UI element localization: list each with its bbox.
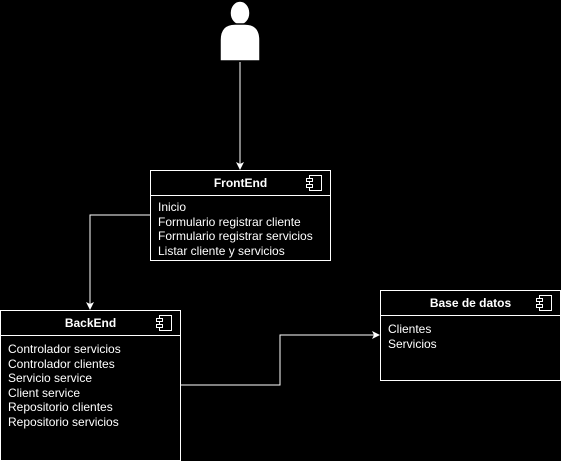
connector-backend-to-database: [181, 331, 380, 386]
component-header: BackEnd: [1, 311, 180, 336]
component-title: BackEnd: [64, 316, 117, 330]
component-icon: [156, 315, 172, 331]
list-item: Repositorio servicios: [8, 414, 119, 429]
component-body: Controlador servicios Controlador client…: [1, 336, 180, 433]
list-item: Formulario registrar servicios: [158, 229, 313, 243]
component-frontend[interactable]: FrontEnd Inicio Formulario registrar cli…: [150, 170, 331, 261]
list-item: Client service: [8, 385, 81, 400]
component-icon: [536, 295, 552, 311]
component-body: Inicio Formulario registrar cliente Form…: [151, 196, 330, 262]
component-header: Base de datos: [381, 291, 560, 316]
component-backend[interactable]: BackEnd Controlador servicios Controlado…: [0, 310, 181, 461]
list-item: Inicio: [158, 200, 187, 214]
connector-frontend-to-backend: [86, 214, 150, 310]
list-item: Servicios: [388, 336, 437, 351]
list-item: Repositorio clientes: [8, 400, 113, 414]
component-title: FrontEnd: [213, 176, 268, 190]
list-item: Controlador servicios: [8, 342, 121, 356]
component-icon: [306, 175, 322, 191]
component-title: Base de datos: [429, 296, 512, 310]
component-header: FrontEnd: [151, 171, 330, 196]
component-database[interactable]: Base de datos Clientes Servicios: [380, 290, 561, 381]
list-item: Clientes: [388, 322, 432, 336]
actor-user[interactable]: [219, 0, 263, 62]
list-item: Servicio service: [8, 371, 93, 385]
component-body: Clientes Servicios: [381, 316, 560, 355]
list-item: Controlador clientes: [8, 356, 115, 371]
list-item: Listar cliente y servicios: [158, 243, 285, 258]
list-item: Formulario registrar cliente: [158, 214, 301, 229]
user-icon: [219, 0, 261, 62]
